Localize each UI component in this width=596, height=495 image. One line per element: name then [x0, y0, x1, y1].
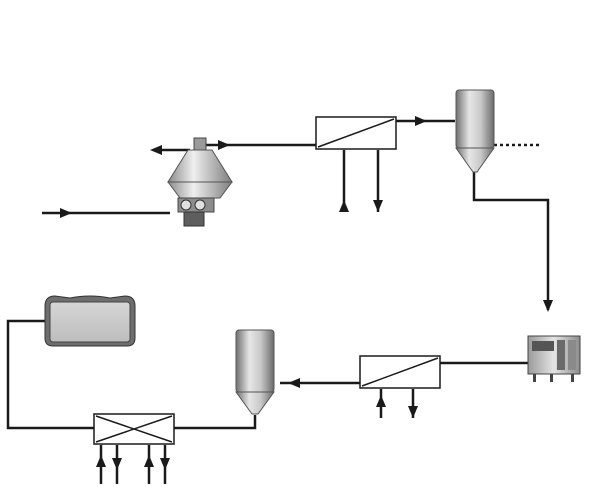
- storage-silo-2: [235, 329, 275, 415]
- pipe-silo1-processing: [472, 172, 550, 310]
- processing-display: [532, 341, 554, 351]
- heat-exchanger-2: [359, 355, 441, 418]
- silo1-cone: [455, 147, 495, 173]
- separator-bowl-top: [167, 149, 233, 183]
- arrow-down-icon: [408, 406, 418, 418]
- arrow-to-silo1-icon: [415, 116, 427, 126]
- processing-unit: [527, 335, 581, 382]
- arrow-to-exchanger1-icon: [218, 140, 230, 150]
- exchanger2-body: [359, 355, 441, 389]
- silo2-body: [235, 329, 275, 393]
- flow-arrows: [60, 116, 553, 388]
- arrow-up-icon: [376, 395, 386, 407]
- exchanger2-diagonal: [361, 357, 439, 387]
- silo2-cone: [235, 391, 275, 415]
- separator-motor: [183, 211, 205, 227]
- separator-top-outlet: [193, 137, 207, 151]
- monitor-panel-icon: [49, 301, 131, 343]
- control-panel: [44, 295, 136, 347]
- arrow-to-processing-icon: [543, 300, 553, 312]
- crossexchanger-diagonal-b: [95, 415, 173, 443]
- arrow-down-icon: [373, 200, 383, 212]
- separator-gauge-icon: [194, 199, 206, 211]
- arrow-up-icon: [144, 455, 154, 467]
- processing-leg: [533, 374, 536, 382]
- arrow-to-silo2-icon: [288, 378, 300, 388]
- heat-exchanger-1: [315, 116, 397, 212]
- exchanger1-diagonal: [317, 118, 395, 148]
- separator-bowl-bottom: [167, 181, 233, 199]
- silo1-body: [455, 89, 495, 149]
- storage-silo-1: [455, 89, 495, 173]
- cross-flow-exchanger: [93, 413, 175, 484]
- separator-gauge-icon: [180, 199, 192, 211]
- pipe-silo2-crossexchanger: [174, 415, 257, 430]
- arrow-up-icon: [96, 455, 106, 467]
- arrow-up-icon: [339, 200, 349, 212]
- pipelines: [6, 119, 550, 430]
- arrow-inlet-icon: [60, 208, 72, 218]
- processing-tank: [557, 340, 565, 370]
- processing-tank: [568, 340, 576, 370]
- arrow-down-icon: [112, 458, 122, 470]
- processing-leg: [550, 374, 553, 382]
- processing-leg: [571, 374, 574, 382]
- pipe-crossexchanger-panel: [6, 319, 94, 430]
- arrow-separator-outlet-icon: [150, 145, 162, 155]
- centrifugal-separator: [167, 137, 233, 227]
- arrow-down-icon: [160, 458, 170, 470]
